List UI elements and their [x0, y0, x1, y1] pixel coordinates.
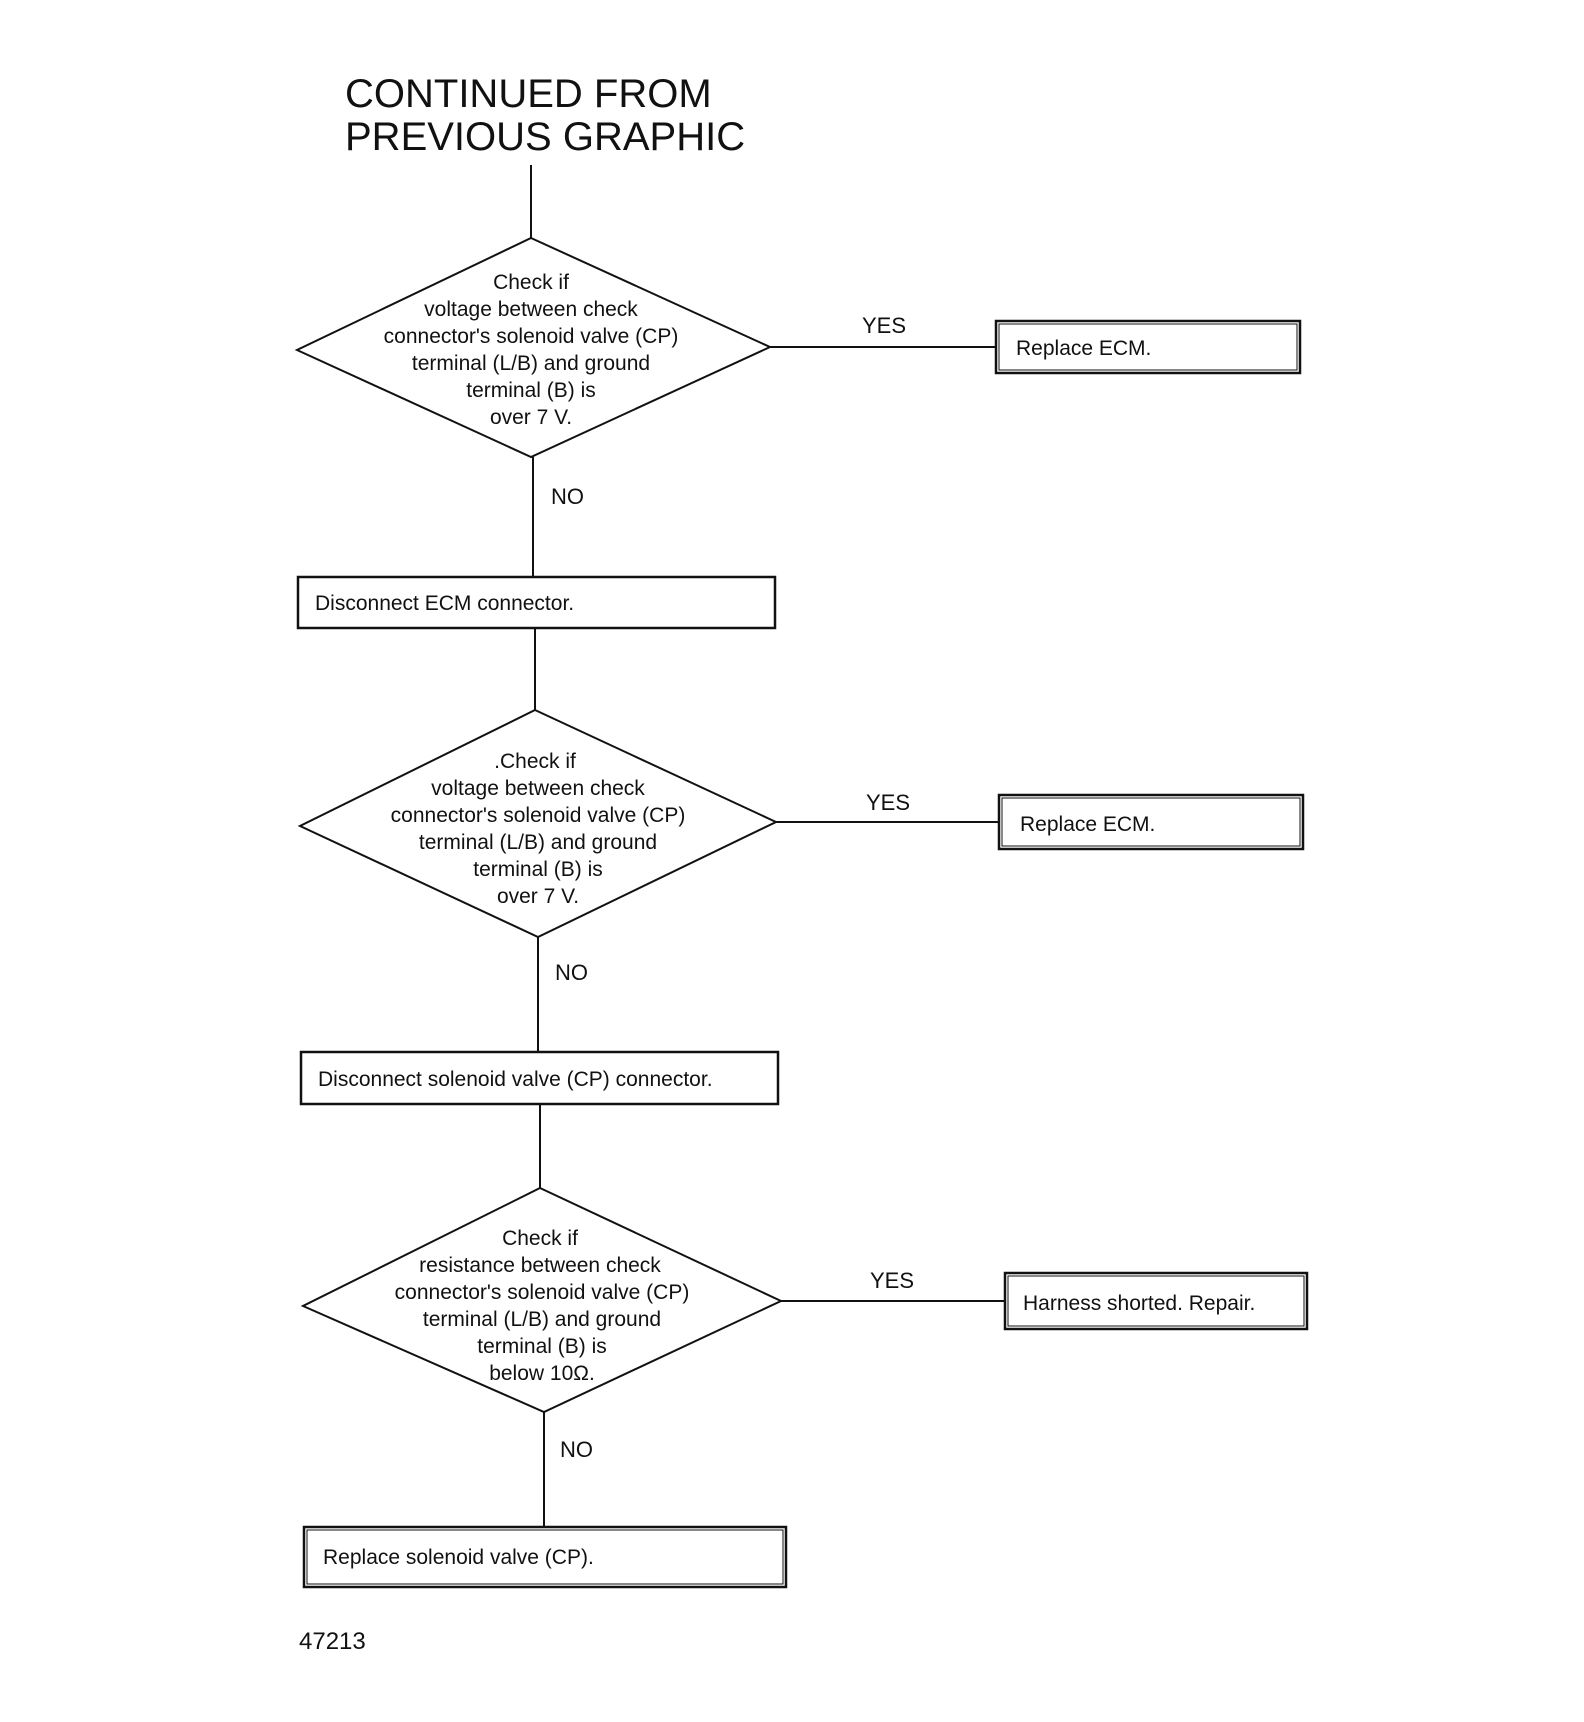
decision-1: Check if voltage between check connector… — [294, 236, 773, 459]
decision-2-diamond — [297, 708, 779, 939]
step-box-3-label: Replace solenoid valve (CP). — [323, 1546, 594, 1569]
action-box-3: Harness shorted. Repair. — [1003, 1271, 1309, 1331]
decision-2-line-5: terminal (B) is — [473, 858, 603, 881]
action-box-1: Replace ECM. — [994, 319, 1302, 375]
decision-1-no-label: NO — [551, 484, 584, 509]
decision-3-line-2: resistance between check — [419, 1254, 661, 1277]
step-box-2: Disconnect solenoid valve (CP) connector… — [299, 1050, 780, 1106]
action-box-2-frame — [997, 793, 1305, 851]
decision-1-line-2: voltage between check — [424, 298, 638, 321]
decision-2-line-4: terminal (L/B) and ground — [419, 831, 657, 854]
action-box-3-label: Harness shorted. Repair. — [1023, 1292, 1255, 1315]
decision-2-line-6: over 7 V. — [497, 885, 579, 908]
action-box-1-label: Replace ECM. — [1016, 337, 1151, 360]
decision-1-line-3: connector's solenoid valve (CP) — [384, 325, 679, 348]
action-box-2-label: Replace ECM. — [1020, 813, 1155, 836]
title-line-1: CONTINUED FROM — [345, 72, 712, 116]
action-box-2: Replace ECM. — [997, 793, 1305, 851]
decision-1-line-1: Check if — [493, 271, 569, 294]
decision-1-line-6: over 7 V. — [490, 406, 572, 429]
step-box-1-frame — [296, 575, 777, 630]
decision-3-line-5: terminal (B) is — [477, 1335, 607, 1358]
figure-id: 47213 — [299, 1628, 366, 1655]
step-box-2-frame — [299, 1050, 780, 1106]
decision-2-no-label: NO — [555, 960, 588, 985]
step-box-3-inner-frame — [306, 1529, 784, 1585]
action-box-1-inner-frame — [998, 323, 1298, 371]
decision-3-line-6: below 10Ω. — [489, 1362, 595, 1385]
step-box-3: Replace solenoid valve (CP). — [302, 1525, 788, 1589]
decision-2-line-1: .Check if — [494, 750, 576, 773]
decision-1-yes-label: YES — [862, 313, 906, 338]
decision-3-yes-label: YES — [870, 1268, 914, 1293]
decision-3-line-4: terminal (L/B) and ground — [423, 1308, 661, 1331]
decision-3-line-3: connector's solenoid valve (CP) — [395, 1281, 690, 1304]
action-box-1-frame — [994, 319, 1302, 375]
decision-1-line-4: terminal (L/B) and ground — [412, 352, 650, 375]
decision-3-line-1: Check if — [502, 1227, 578, 1250]
step-box-2-label: Disconnect solenoid valve (CP) connector… — [318, 1068, 713, 1091]
decision-2-line-2: voltage between check — [431, 777, 645, 800]
decision-3-no-label: NO — [560, 1437, 593, 1462]
decision-1-line-5: terminal (B) is — [466, 379, 596, 402]
step-box-1: Disconnect ECM connector. — [296, 575, 777, 630]
title-line-2: PREVIOUS GRAPHIC — [345, 115, 745, 159]
step-box-1-label: Disconnect ECM connector. — [315, 592, 574, 615]
step-box-3-frame — [302, 1525, 788, 1589]
decision-1-diamond — [294, 236, 773, 459]
decision-3-diamond — [300, 1186, 784, 1414]
decision-2: .Check if voltage between check connecto… — [297, 708, 779, 939]
action-box-2-inner-frame — [1001, 797, 1301, 847]
action-box-3-inner-frame — [1007, 1275, 1305, 1327]
decision-2-line-3: connector's solenoid valve (CP) — [391, 804, 686, 827]
decision-2-yes-label: YES — [866, 790, 910, 815]
action-box-3-frame — [1003, 1271, 1309, 1331]
decision-3: Check if resistance between check connec… — [300, 1186, 784, 1414]
